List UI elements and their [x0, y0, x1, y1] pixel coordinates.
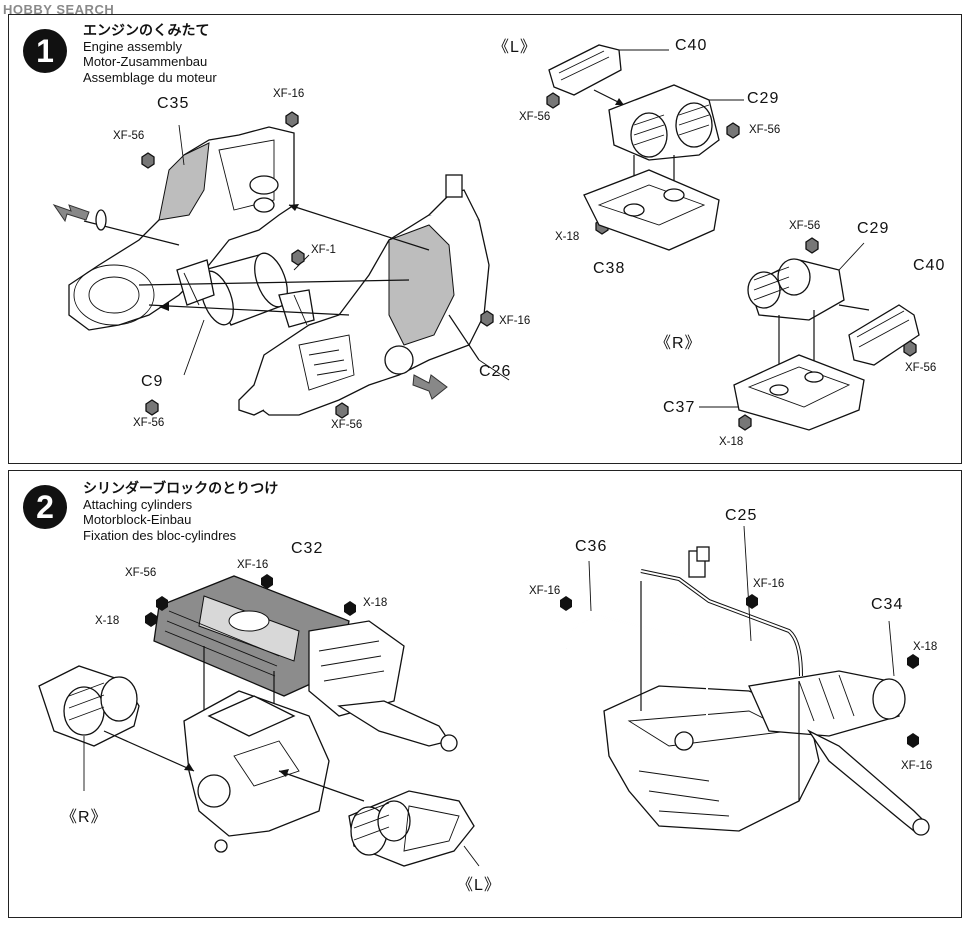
label-right-side: 《R》: [655, 335, 702, 352]
step-1-diagram: [52, 44, 920, 431]
step-number-badge: 1: [23, 29, 67, 73]
label-c36: C36: [575, 538, 608, 555]
part-c37-block: [699, 354, 865, 431]
paint-dots-2: [145, 574, 919, 748]
part-l-cylinders: [348, 790, 475, 867]
part-c35-housing: [68, 126, 295, 331]
label-c34: C34: [871, 596, 904, 613]
part-c32-head: [153, 575, 350, 697]
step-1-titles: エンジンのくみたて Engine assembly Motor-Zusammen…: [83, 22, 217, 85]
watermark-text: HOBBY SEARCH: [3, 2, 115, 17]
label-c40-top: C40: [675, 37, 708, 54]
part-c9-starter: [176, 252, 315, 328]
label-left-side: 《L》: [493, 39, 537, 56]
label-c37: C37: [663, 399, 696, 416]
title-de-2: Motorblock-Einbau: [83, 512, 192, 527]
part-c36-pipe: [566, 614, 709, 721]
label-xf56-c29: XF-56: [749, 124, 781, 136]
label-xf56-bottom-mid: XF-56: [331, 419, 363, 431]
step-2-diagram: [38, 525, 930, 867]
label-xf16-top: XF-16: [273, 88, 305, 100]
part-c29-right: [747, 242, 865, 321]
label-c26: C26: [479, 363, 512, 380]
label-xf56-c40r: XF-56: [905, 362, 937, 374]
label-xf16-c25: XF-16: [753, 578, 785, 590]
title-fr-2: Fixation des bloc-cylindres: [83, 527, 237, 543]
label-c40-right: C40: [913, 257, 946, 274]
title-fr: Assemblage du moteur: [83, 69, 217, 85]
label-l-side: 《L》: [457, 877, 501, 894]
label-xf56-c40: XF-56: [519, 111, 551, 123]
label-c9: C9: [141, 373, 164, 390]
part-engine-assembled: [603, 670, 930, 836]
label-c38: C38: [593, 260, 626, 277]
label-xf16-right: XF-16: [499, 315, 531, 327]
label-c29-right: C29: [857, 220, 890, 237]
label-xf16-c36: XF-16: [529, 585, 561, 597]
label-xf1: XF-1: [311, 244, 336, 256]
part-c26-gearbox: [238, 174, 490, 416]
step-1-panel: 1 エンジンのくみたて Engine assembly Motor-Zusamm…: [8, 14, 962, 464]
part-c38-block: [583, 169, 720, 251]
label-x18-left: X-18: [95, 615, 120, 627]
title-en-2: Attaching cylinders: [83, 496, 193, 512]
label-c29-top: C29: [747, 90, 780, 107]
label-xf56-c29r: XF-56: [789, 220, 821, 232]
label-xf16: XF-16: [237, 559, 269, 571]
part-c29-left: [608, 84, 744, 161]
step-2-titles: シリンダーブロックのとりつけ Attaching cylinders Motor…: [83, 480, 279, 543]
label-x18-top: X-18: [555, 231, 580, 243]
title-en: Engine assembly: [83, 38, 182, 54]
title-jp: エンジンのくみたて: [83, 22, 210, 38]
title-jp-2: シリンダーブロックのとりつけ: [83, 480, 279, 496]
part-c40-left: [548, 44, 669, 96]
part-c40-right: [848, 304, 920, 366]
label-x18-right: X-18: [363, 597, 388, 609]
step-number-badge-2: 2: [23, 485, 67, 529]
part-c25-rod: [640, 546, 803, 677]
part-r-cylinders: [38, 665, 140, 747]
label-r-side: 《R》: [61, 809, 108, 826]
part-engine-block: [183, 620, 458, 853]
step-2-panel: 2 シリンダーブロックのとりつけ Attaching cylinders Mot…: [8, 470, 962, 918]
label-x18-r: X-18: [719, 436, 744, 448]
label-xf56-left: XF-56: [113, 130, 145, 142]
label-c35: C35: [157, 95, 190, 112]
label-c25: C25: [725, 507, 758, 524]
label-x18-c34: X-18: [913, 641, 938, 653]
label-xf56: XF-56: [125, 567, 157, 579]
label-xf16-c34: XF-16: [901, 760, 933, 772]
label-c32: C32: [291, 540, 324, 557]
title-de: Motor-Zusammenbau: [83, 54, 208, 69]
label-xf56-bottom-left: XF-56: [133, 417, 165, 429]
